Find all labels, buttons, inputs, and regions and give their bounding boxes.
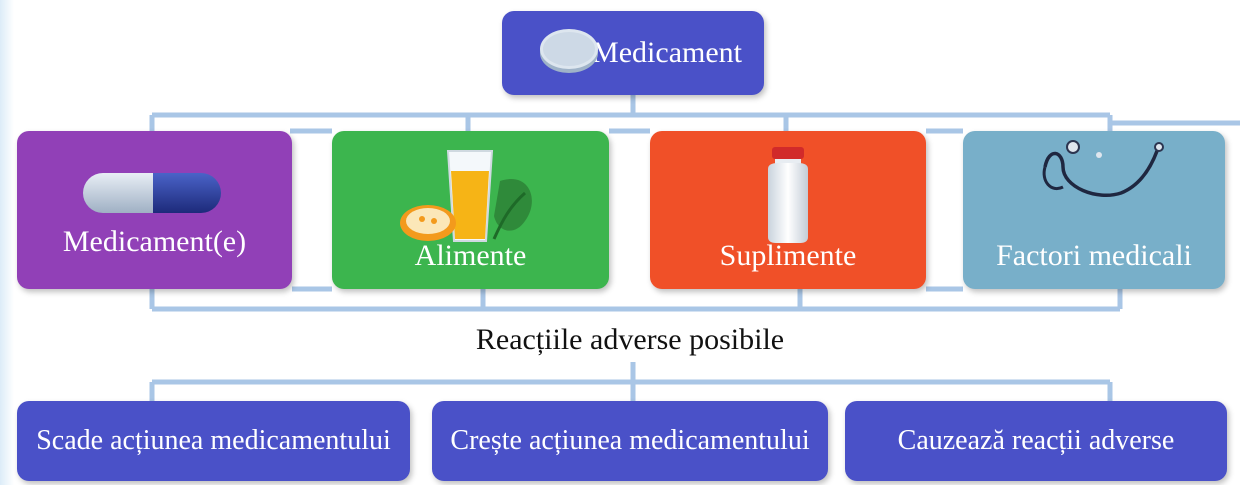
possible-adverse-reactions-label: Reacțiile adverse posibile bbox=[475, 323, 785, 356]
category-medicamente: Medicament(e) bbox=[17, 131, 292, 289]
juice-and-vegetables-icon bbox=[400, 150, 532, 242]
capsule-icon bbox=[83, 173, 221, 213]
category-factori-medicali: Factori medicali bbox=[963, 131, 1225, 289]
root-node-medicament: Medicament bbox=[502, 11, 764, 95]
effect-increases-action: Crește acțiunea medicamentului bbox=[432, 401, 828, 481]
effect-causes-adverse-reactions: Cauzează reacții adverse bbox=[845, 401, 1227, 481]
effect-label: Scade acțiunea medicamentului bbox=[36, 425, 391, 456]
root-label: Medicament bbox=[592, 36, 742, 69]
category-label: Medicament(e) bbox=[62, 225, 247, 258]
effect-label: Crește acțiunea medicamentului bbox=[450, 425, 810, 456]
tablet-icon bbox=[540, 29, 598, 73]
effect-label: Cauzează reacții adverse bbox=[897, 425, 1175, 456]
category-label: Suplimente bbox=[719, 239, 857, 272]
category-label: Factori medicali bbox=[996, 239, 1192, 272]
category-label: Alimente bbox=[414, 239, 527, 272]
left-edge-decoration bbox=[0, 0, 14, 485]
supplement-bottle-icon bbox=[768, 147, 808, 243]
effect-decreases-action: Scade acțiunea medicamentului bbox=[17, 401, 410, 481]
stethoscope-icon bbox=[1042, 140, 1164, 198]
category-alimente: Alimente bbox=[332, 131, 609, 289]
category-suplimente: Suplimente bbox=[650, 131, 926, 289]
